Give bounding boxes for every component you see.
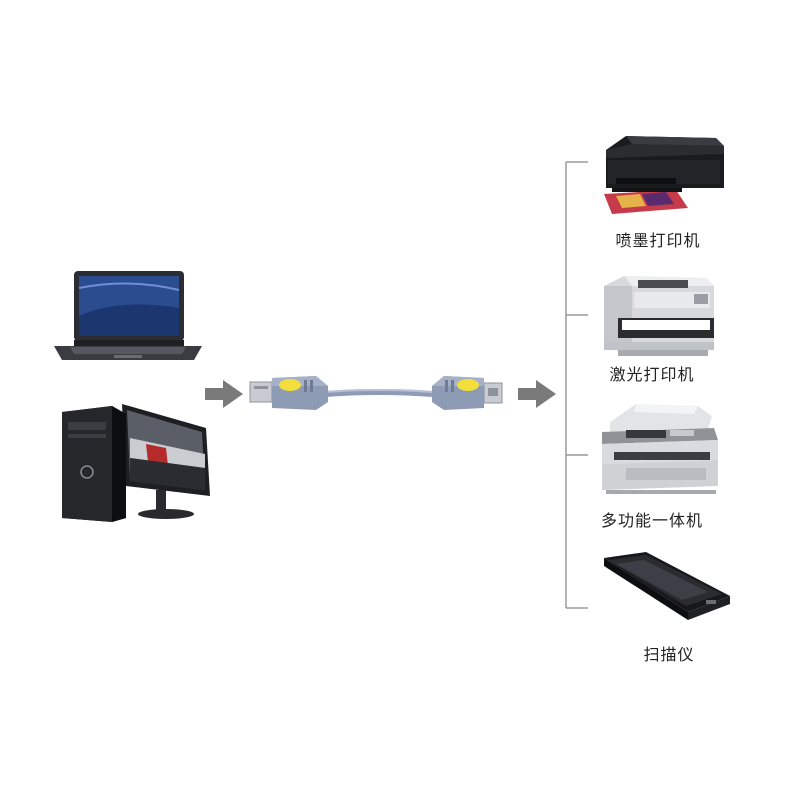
laptop-icon (54, 271, 202, 360)
usb-a-to-b-cable-icon (249, 376, 503, 410)
device-label-laser: 激光打印机 (609, 365, 695, 384)
device-label-mfp: 多功能一体机 (600, 511, 703, 530)
device-label-inkjet: 喷墨打印机 (615, 231, 701, 250)
device-label-scanner: 扫描仪 (643, 645, 695, 664)
arrow-right-icon (518, 380, 556, 408)
device-bracket (565, 161, 588, 609)
laser-printer-icon (604, 276, 714, 356)
multifunction-printer-icon (602, 404, 718, 494)
inkjet-printer-icon (604, 136, 724, 214)
desktop-computer-icon (62, 404, 210, 522)
flatbed-scanner-icon (604, 552, 730, 620)
arrow-right-icon (205, 380, 243, 408)
